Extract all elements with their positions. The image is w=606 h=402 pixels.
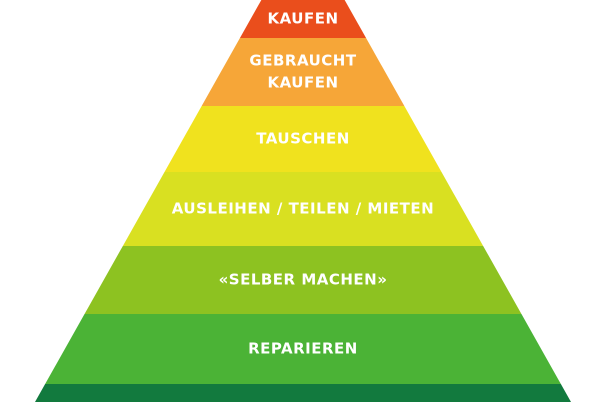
pyramid-tier-1 xyxy=(239,0,367,38)
pyramid-tier-1-label: KAUFEN xyxy=(268,10,339,28)
pyramid-tier-6-label: REPARIEREN xyxy=(248,340,358,358)
pyramid-tier-2-label: GEBRAUCHT xyxy=(249,52,356,70)
pyramid-tier-5 xyxy=(84,246,522,314)
pyramid-tier-5-label: «SELBER MACHEN» xyxy=(219,271,388,289)
pyramid-tier-6 xyxy=(45,314,561,384)
pyramid-tier-2-label: KAUFEN xyxy=(268,74,339,92)
pyramid-tier-4-label: AUSLEIHEN / TEILEN / MIETEN xyxy=(172,200,434,218)
pyramid-tier-3 xyxy=(164,106,442,172)
pyramid-tier-3-label: TAUSCHEN xyxy=(256,130,350,148)
pyramid-tier-4 xyxy=(122,172,484,246)
pyramid-tier-2 xyxy=(201,38,405,106)
pyramid-tier-7 xyxy=(35,384,571,402)
